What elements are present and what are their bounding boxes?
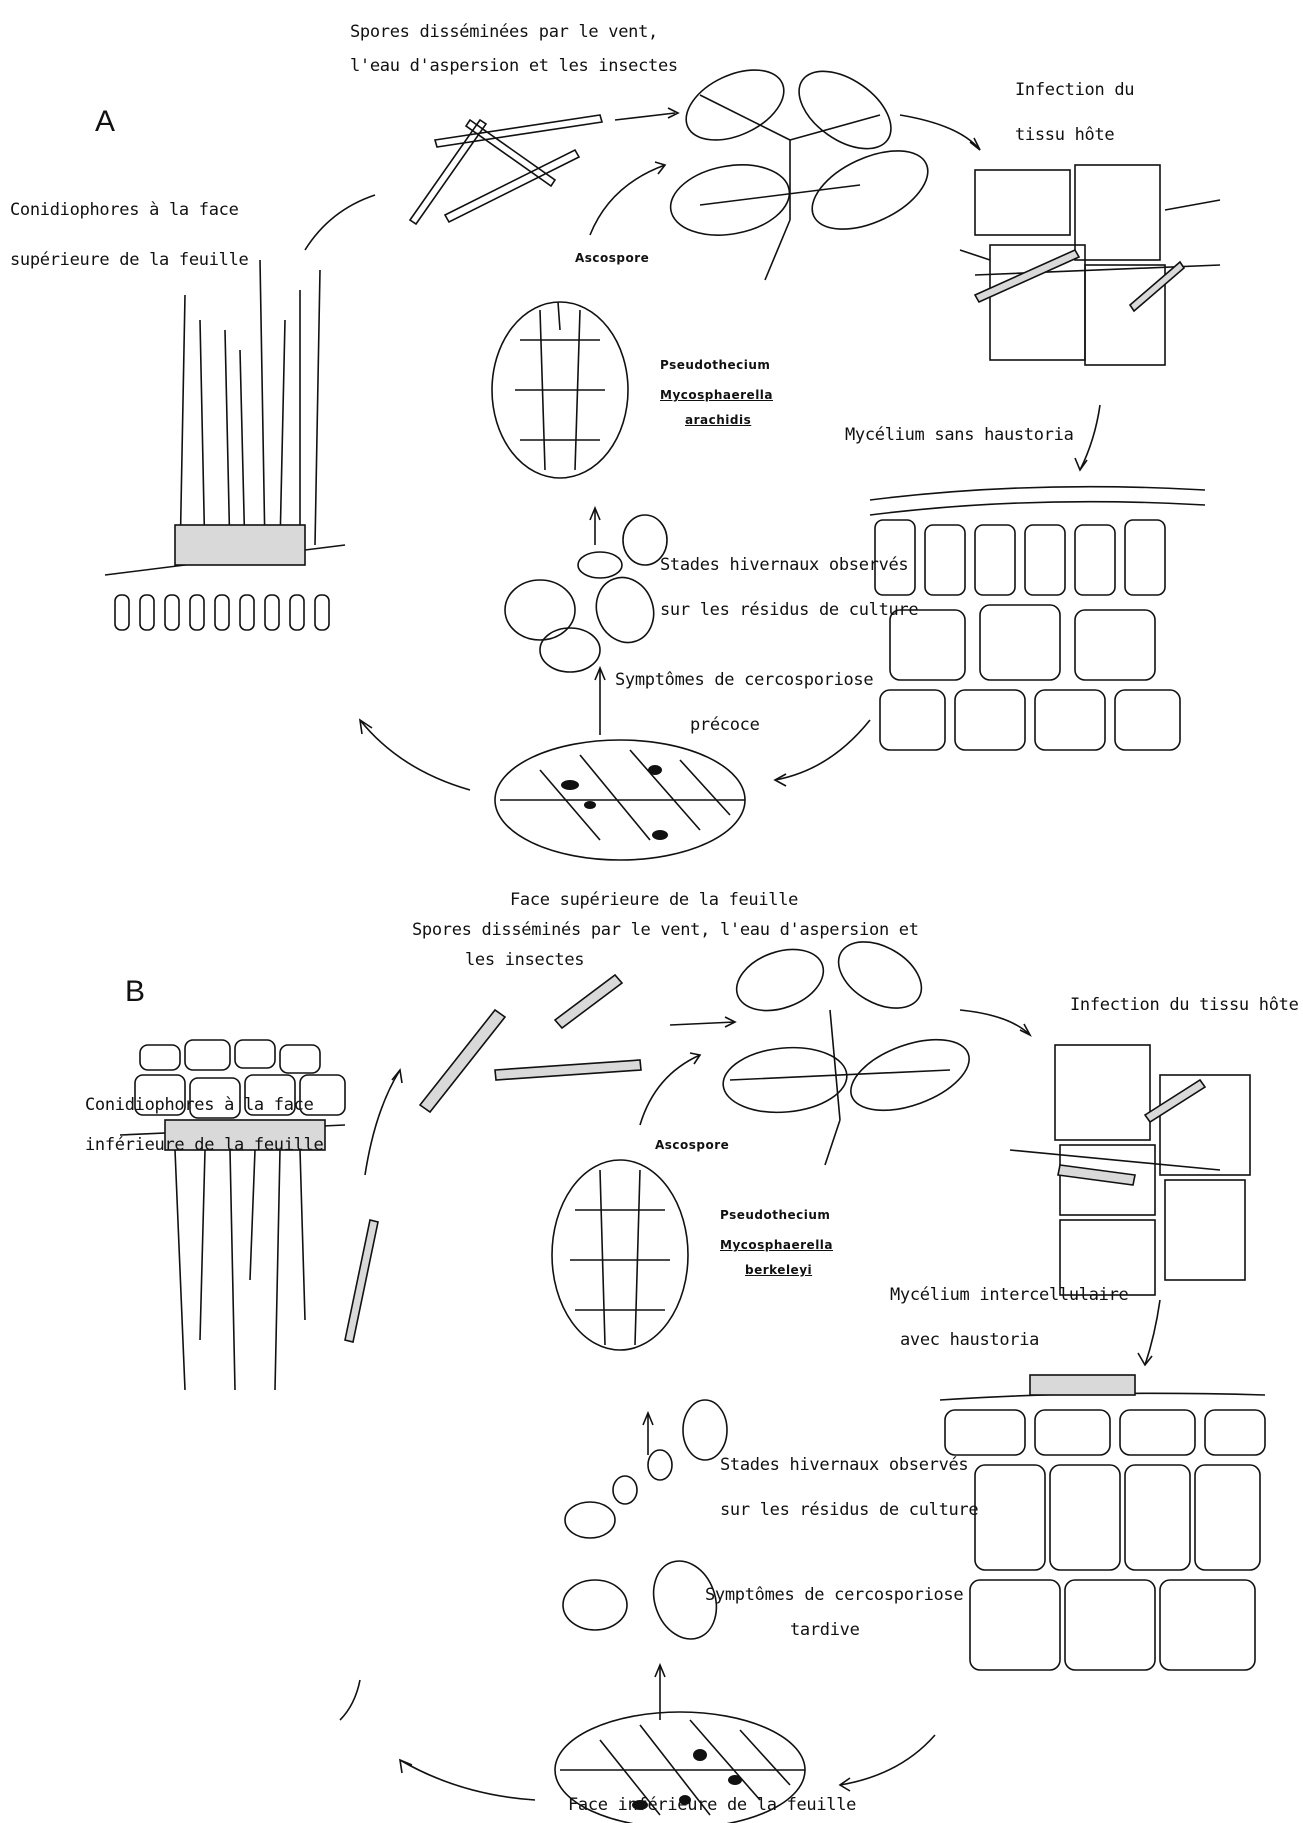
conidiophores-label-b-line2: inférieure de la feuille [85,1135,323,1155]
leaf-upper-face-a [495,740,745,860]
pseudothecium-species-a: arachidis [685,410,751,430]
mycelium-label-b-line1: Mycélium intercellulaire [890,1285,1128,1305]
mycelium-tissue-a [870,487,1205,750]
mycelium-tissue-b [940,1375,1265,1670]
pseudothecium-b [552,1160,688,1350]
conidiophores-a [105,260,345,630]
arrow-leaf-to-infection [900,115,980,150]
arrow-leaf-to-conidia [360,720,470,790]
trifoliate-leaf-b [720,928,978,1165]
overwinter-label-a-line2: sur les résidus de culture [660,600,918,620]
infection-label-b: Infection du tissu hôte [1070,995,1299,1015]
spores-label-b-line2: les insectes [465,950,584,970]
arrow-leaf-to-infection-b [960,1010,1030,1035]
arrow-mycelium-to-leaf [775,720,870,780]
arrow-bottom-left-b [340,1680,360,1720]
pseudothecium-label-a: Pseudothecium [660,355,770,375]
conidiophores-label-b-line1: Conidiophores à la face [85,1095,314,1115]
panel-b: B Spores disséminés par le vent, l'eau d… [0,920,1303,1823]
pseudothecium-a [492,302,628,478]
arrow-mycelium-to-leaf-b [840,1735,935,1785]
panel-b-drawing [0,920,1303,1823]
infection-label-a-line1: Infection du [1015,80,1134,100]
overwinter-debris-b [563,1400,727,1648]
panel-a: A Spores disséminées par le vent, l'eau … [0,0,1303,920]
mycelium-label-b-line2: avec haustoria [900,1330,1039,1350]
arrow-ascospore-to-leaf [590,165,665,235]
spores-label-a-line2: l'eau d'aspersion et les insectes [350,56,678,76]
arrow-conidia-to-spores-b [365,1070,400,1175]
arrow-spores-to-leaf-b [670,1022,735,1025]
infection-tissue-a [960,165,1220,365]
panel-a-letter: A [95,105,115,139]
overwinter-label-b-line1: Stades hivernaux observés [720,1455,968,1475]
arrow-infection-to-mycelium [1080,405,1100,470]
spores-label-a-line1: Spores disséminées par le vent, [350,22,658,42]
overwinter-label-b-line2: sur les résidus de culture [720,1500,978,1520]
symptoms-label-a-line1: Symptômes de cercosporiose [615,670,873,690]
arrow-infection-to-mycelium-b [1145,1300,1160,1365]
pseudothecium-genus-b: Mycosphaerella [720,1235,833,1255]
leaf-face-label-a: Face supérieure de la feuille [510,890,798,910]
symptoms-label-b-line1: Symptômes de cercosporiose [705,1585,963,1605]
spore-cluster-a [410,115,602,224]
conidiophores-b [120,1040,345,1390]
pseudothecium-genus-a: Mycosphaerella [660,385,773,405]
arrow-conidia-to-spores [305,195,375,250]
trifoliate-leaf-a [665,56,940,280]
arrow-spores-to-leaf [615,113,675,120]
leaf-face-label-b: Face inférieure de la feuille [568,1795,856,1815]
infection-tissue-b [1010,1045,1250,1295]
conidiophores-label-a-line2: supérieure de la feuille [10,250,248,270]
ascospore-label-a: Ascospore [575,248,649,268]
panel-b-letter: B [125,975,145,1009]
epidermal-cells-a [115,595,329,630]
arrow-leaf-to-conidia-b [400,1760,535,1800]
ascospore-label-b: Ascospore [655,1135,729,1155]
overwinter-label-a-line1: Stades hivernaux observés [660,555,908,575]
arrow-ascospore-to-leaf-b [640,1055,700,1125]
symptoms-label-a-line2: précoce [690,715,760,735]
spore-cluster-b [345,975,641,1342]
overwinter-debris-a [505,515,667,672]
mycelium-label-a: Mycélium sans haustoria [845,425,1074,445]
conidiophores-label-a-line1: Conidiophores à la face [10,200,239,220]
pseudothecium-label-b: Pseudothecium [720,1205,830,1225]
pseudothecium-species-b: berkeleyi [745,1260,812,1280]
infection-label-a-line2: tissu hôte [1015,125,1114,145]
symptoms-label-b-line2: tardive [790,1620,860,1640]
spores-label-b-line1: Spores disséminés par le vent, l'eau d'a… [412,920,919,940]
